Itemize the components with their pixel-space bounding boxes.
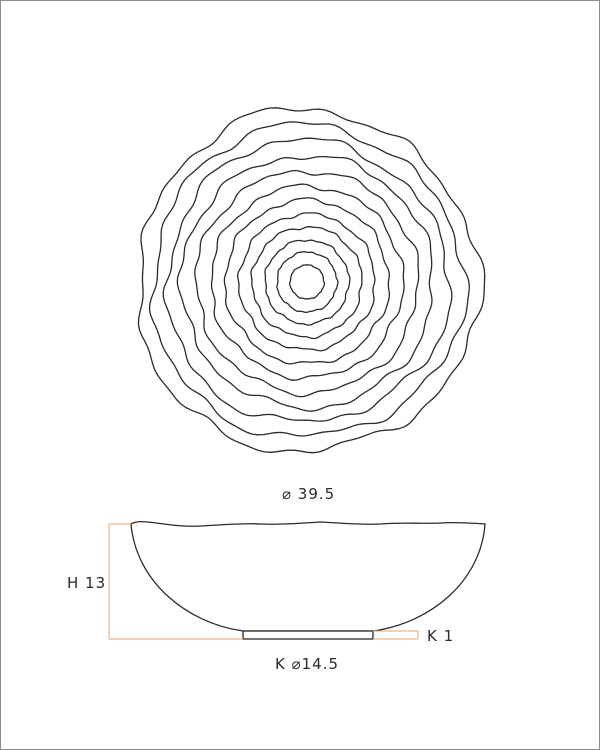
top-view-ring [288, 264, 326, 300]
top-view-ring [276, 251, 339, 313]
top-view-ring [162, 137, 453, 422]
dimension-lines [108, 523, 419, 640]
top-view-ring [264, 239, 351, 326]
bowl-foot [242, 630, 374, 640]
top-view-rings [137, 107, 486, 454]
top-view-ring [250, 226, 363, 340]
top-view-ring [223, 197, 391, 365]
top-view-ring [137, 107, 486, 454]
top-view-ring [176, 155, 433, 412]
top-view-ring [148, 121, 470, 437]
side-view-bowl [130, 520, 486, 640]
height-label: H 13 [67, 574, 107, 592]
top-view-ring [194, 169, 420, 398]
top-view-ring [237, 212, 376, 352]
top-diameter-label: ⌀ 39.5 [282, 485, 336, 503]
bowl-profile [130, 520, 486, 632]
foot-height-label: K 1 [427, 627, 455, 645]
top-view-ring [210, 183, 405, 381]
foot-diameter-label: K ⌀14.5 [275, 655, 340, 673]
